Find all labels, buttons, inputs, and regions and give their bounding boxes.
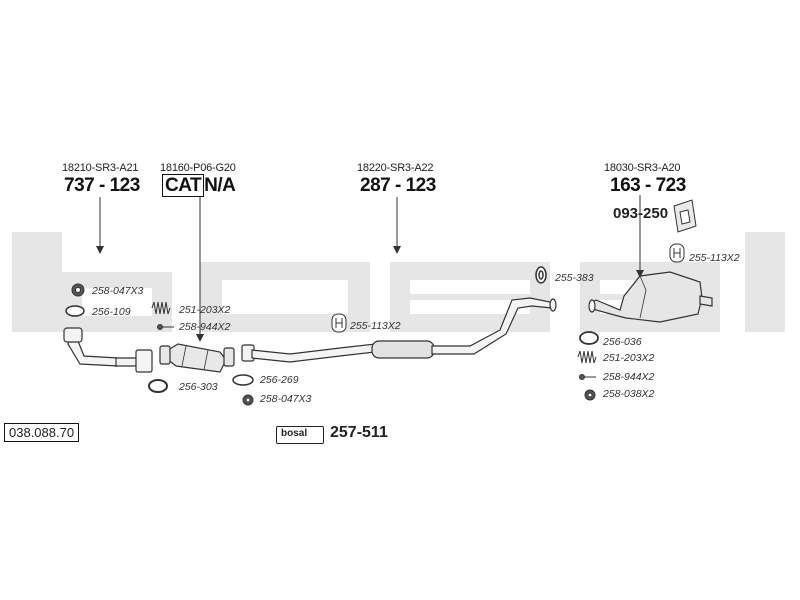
fitting-label: 255-113X2 <box>350 320 401 332</box>
part-number: 163 - 723 <box>610 175 686 196</box>
part-number: 287 - 123 <box>360 175 436 196</box>
reference-number: 038.088.70 <box>4 423 80 442</box>
fitting-label: 258-944X2 <box>179 321 231 333</box>
fitting-label: 258-038X2 <box>603 388 655 400</box>
part-number: N/A <box>204 175 236 196</box>
gasket-ring-icon <box>579 331 599 345</box>
fitting-label: 256-303 <box>179 381 218 393</box>
rear-silencer <box>588 271 713 323</box>
bracket-icon <box>673 199 697 233</box>
fitting-label: 258-047X3 <box>92 285 144 297</box>
bosal-logo: bosal <box>276 426 324 444</box>
gasket-ring-icon <box>232 374 254 386</box>
fitting-label: 256-109 <box>92 306 131 318</box>
ring-hanger-icon <box>535 266 547 284</box>
bolt-icon <box>579 374 596 380</box>
middle-pipe <box>241 297 557 363</box>
fitting-label: 258-944X2 <box>603 371 655 383</box>
spring-icon <box>151 301 171 315</box>
part-number: 737 - 123 <box>64 175 140 196</box>
nut-icon <box>71 283 85 297</box>
gasket-icon <box>65 305 85 317</box>
fitting-label: 258-047X3 <box>260 393 312 405</box>
bolt-icon <box>157 324 174 330</box>
bracket-part-number: 093-250 <box>613 205 669 222</box>
gasket-ring-icon <box>148 379 168 393</box>
bosal-logo-text: bosal <box>281 428 308 439</box>
cat-badge: CAT <box>162 174 205 197</box>
fitting-label: 255-113X2 <box>689 252 740 264</box>
fitting-label: 251-203X2 <box>179 304 231 316</box>
oe-number: 18220-SR3-A22 <box>357 162 434 174</box>
nut-icon <box>584 389 596 401</box>
oe-number: 18160-P06-G20 <box>160 162 236 174</box>
oe-number: 18030-SR3-A20 <box>604 162 681 174</box>
fitting-label: 251-203X2 <box>603 352 655 364</box>
rubber-hanger-icon <box>331 313 347 333</box>
mounting-kit-number: 257-511 <box>330 424 388 441</box>
nut-icon <box>242 394 254 406</box>
oe-number: 18210-SR3-A21 <box>62 162 139 174</box>
fitting-label: 256-036 <box>603 336 642 348</box>
catalytic-converter <box>159 343 235 373</box>
fitting-label: 255-383 <box>555 272 594 284</box>
front-pipe <box>63 327 153 373</box>
spring-icon <box>577 350 597 364</box>
fitting-label: 256-269 <box>260 374 299 386</box>
rubber-hanger-icon <box>669 243 685 263</box>
